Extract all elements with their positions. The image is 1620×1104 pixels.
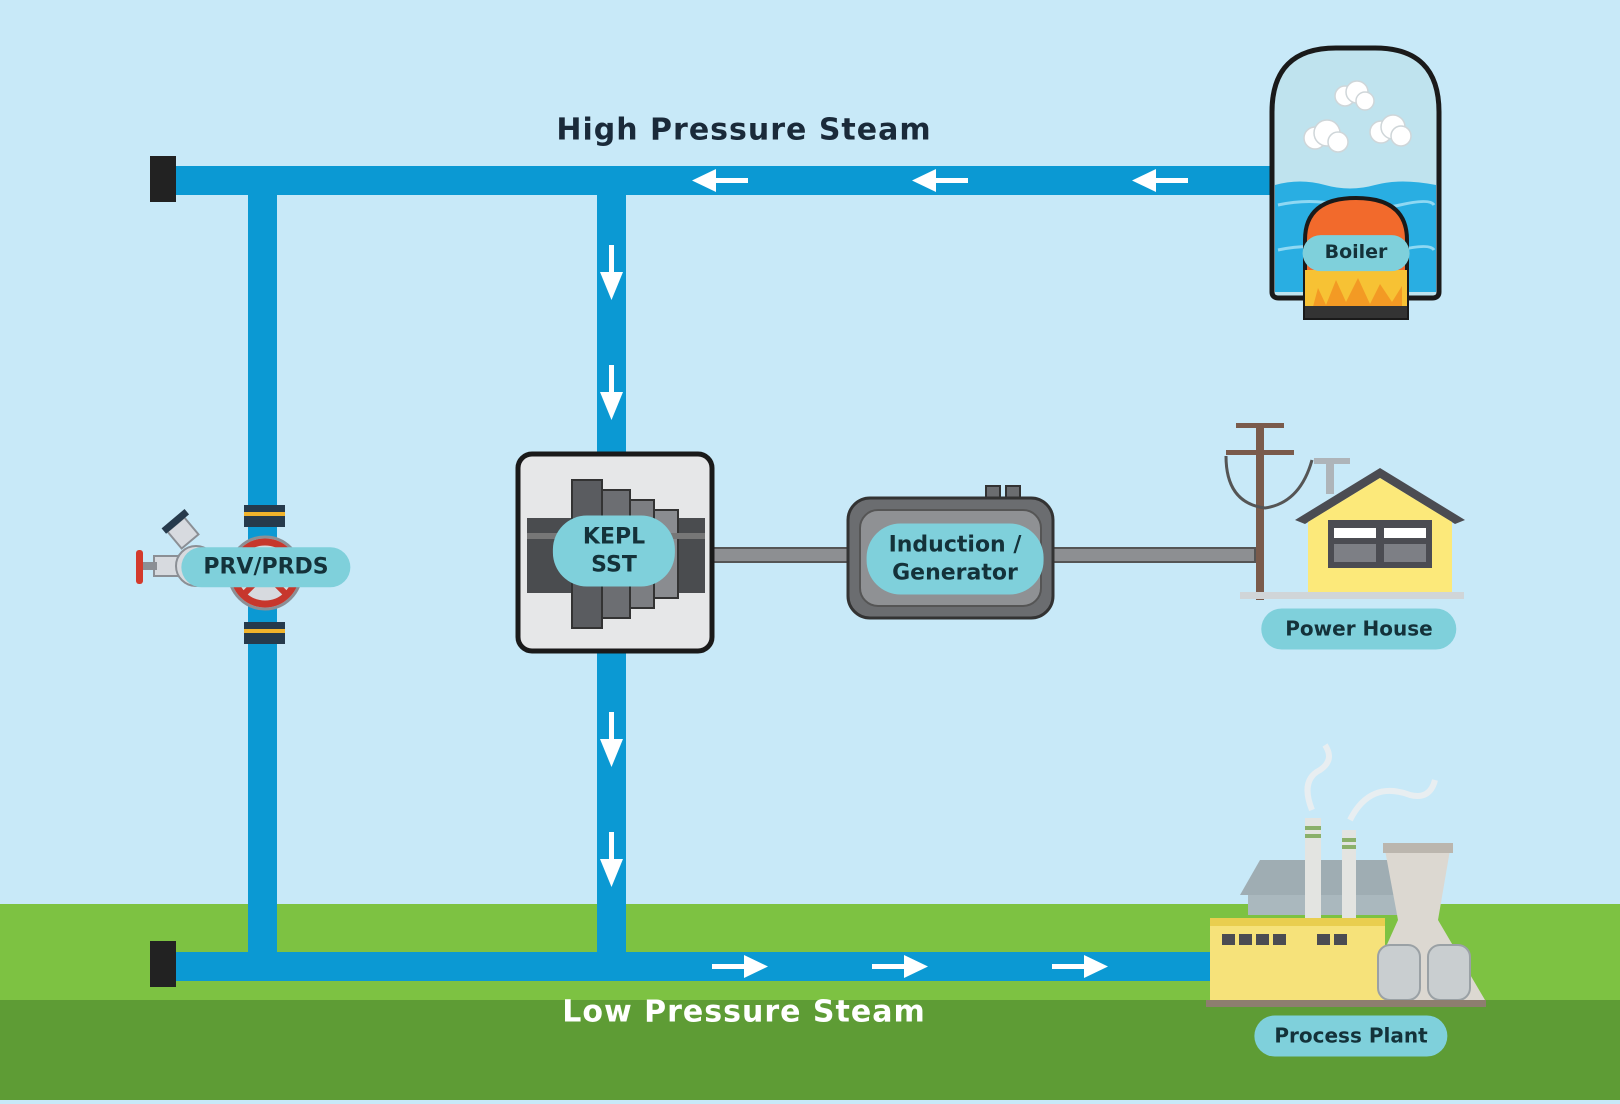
arrow-down-icon	[600, 832, 623, 887]
boiler-label: Boiler	[1302, 235, 1410, 271]
generator-label: Induction / Generator	[866, 523, 1044, 595]
arrow-left-icon	[1132, 169, 1188, 192]
arrow-right-icon	[872, 955, 928, 978]
prv-label: PRV/PRDS	[181, 547, 351, 587]
high-pressure-label: High Pressure Steam	[556, 112, 932, 148]
arrow-left-icon	[912, 169, 968, 192]
turbine-flow-arrows	[600, 245, 623, 887]
turbine-label-line2: SST	[591, 552, 637, 577]
low-pressure-label: Low Pressure Steam	[562, 994, 926, 1030]
arrow-left-icon	[692, 169, 748, 192]
generator-shaft	[1049, 547, 1256, 563]
low-pressure-pipe	[150, 941, 1220, 987]
generator-label-line2: Generator	[892, 560, 1018, 585]
turbine-label: KEPL SST	[552, 515, 676, 587]
generator-label-line1: Induction /	[888, 532, 1022, 558]
high-pressure-pipe	[150, 156, 1275, 202]
arrow-down-icon	[600, 712, 623, 767]
power-house-icon	[1224, 423, 1465, 600]
high-pressure-flow-arrows	[692, 169, 1188, 192]
arrow-down-icon	[600, 365, 623, 420]
turbine-label-line1: KEPL	[582, 524, 646, 550]
process-plant-icon	[1206, 743, 1486, 1007]
power-house-label: Power House	[1261, 608, 1457, 650]
arrow-down-icon	[600, 245, 623, 300]
arrow-right-icon	[1052, 955, 1108, 978]
process-plant-label: Process Plant	[1254, 1015, 1448, 1057]
boiler-icon	[1269, 45, 1442, 320]
arrow-right-icon	[712, 955, 768, 978]
turbine-shaft	[709, 547, 851, 563]
low-pressure-flow-arrows	[712, 955, 1108, 978]
